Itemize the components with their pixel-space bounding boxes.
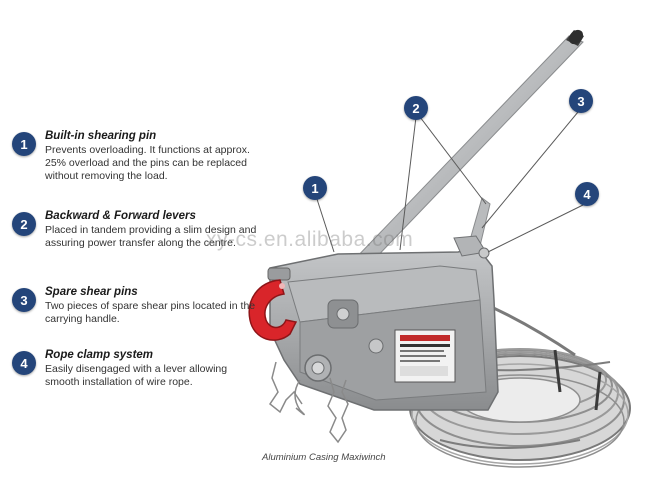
- feature-title: Spare shear pins: [45, 286, 138, 298]
- callout-badge-3: 3: [569, 89, 593, 113]
- feature-number-badge: 3: [12, 288, 36, 312]
- feature-number-badge: 4: [12, 351, 36, 375]
- feature-title: Backward & Forward levers: [45, 210, 196, 222]
- feature-description: Prevents overloading. It functions at ap…: [45, 144, 250, 182]
- callout-badge-2: 2: [404, 96, 428, 120]
- wire-rope-coil: [409, 348, 631, 468]
- image-caption: Aluminium Casing Maxiwinch: [262, 452, 386, 463]
- safety-chains: [268, 361, 349, 444]
- callout-leaders: [315, 111, 586, 253]
- feature-title: Rope clamp system: [45, 349, 154, 361]
- callout-badge-1: 1: [303, 176, 327, 200]
- red-hook: [248, 267, 298, 341]
- callout-badge-4: 4: [575, 182, 599, 206]
- feature-description: Two pieces of spare shear pins located i…: [45, 300, 256, 325]
- feature-description: Easily disengaged with a lever allowing …: [45, 363, 228, 388]
- winch-casing: [269, 235, 499, 411]
- watermark-text: xy-cs.en.alibaba.com: [206, 228, 414, 251]
- feature-description: Placed in tandem providing a slim design…: [45, 224, 257, 249]
- feature-number-badge: 2: [12, 212, 36, 236]
- feature-number-badge: 1: [12, 132, 36, 156]
- feature-title: Built-in shearing pin: [45, 130, 157, 142]
